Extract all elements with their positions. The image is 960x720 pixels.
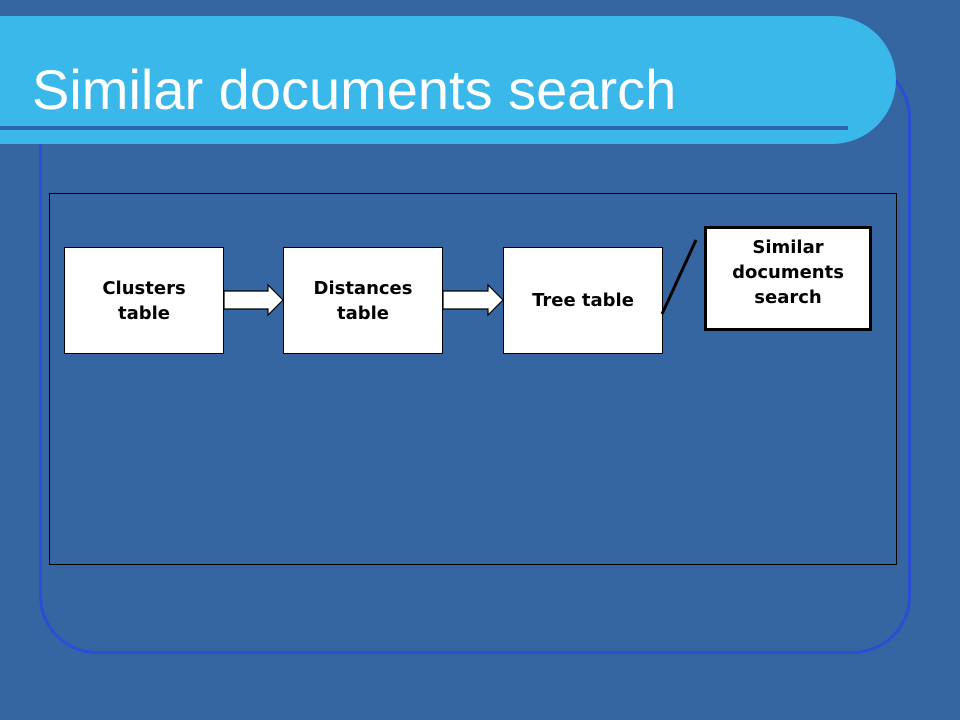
clusters-table-node: Clusters table (64, 247, 224, 354)
distances-table-node: Distances table (283, 247, 443, 354)
title-underline (0, 126, 848, 130)
distances-table-label: Distances table (313, 277, 413, 324)
diagram-frame (49, 193, 897, 565)
tree-table-label: Tree table (532, 290, 634, 311)
tree-table-node: Tree table (503, 247, 663, 354)
slide-title: Similar documents search (32, 58, 677, 121)
title-bar: Similar documents search (0, 16, 896, 144)
similar-documents-search-node: Similar documents search (704, 226, 872, 331)
similar-documents-search-label: Similar documents search (732, 237, 844, 308)
clusters-table-label: Clusters table (102, 277, 186, 324)
